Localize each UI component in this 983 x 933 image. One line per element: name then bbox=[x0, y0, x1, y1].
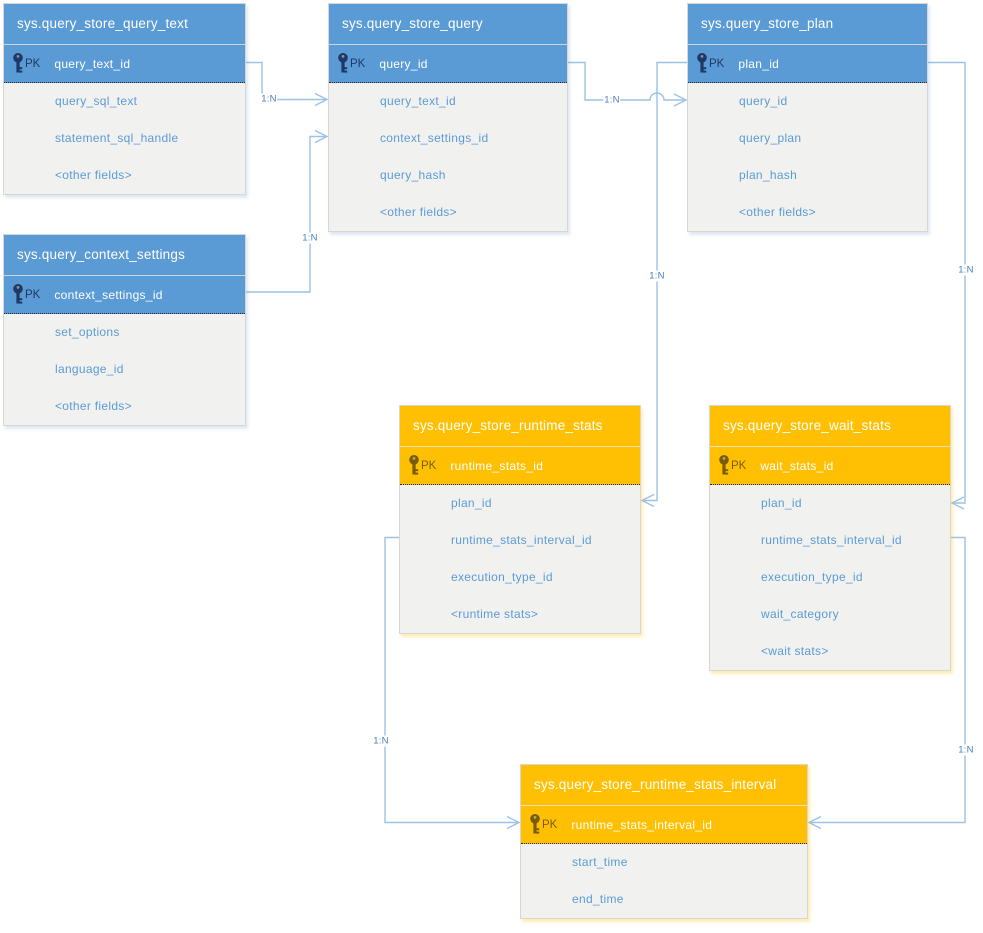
arrowhead bbox=[506, 815, 521, 830]
field-row: query_id bbox=[739, 94, 788, 108]
arrowhead bbox=[950, 496, 965, 510]
field-row: plan_id bbox=[451, 496, 492, 510]
field-row: <other fields> bbox=[739, 205, 816, 219]
pk-field-name: context_settings_id bbox=[54, 287, 163, 302]
cardinality-label: 1:N bbox=[301, 232, 319, 244]
entity-query-store-query[interactable]: sys.query_store_query PK query_id query_… bbox=[328, 3, 568, 232]
entity-query-store-runtime-stats-interval[interactable]: sys.query_store_runtime_stats_interval P… bbox=[520, 764, 808, 919]
table-title: sys.query_store_runtime_stats bbox=[400, 406, 640, 447]
primary-key-icon bbox=[337, 53, 349, 74]
pk-badge: PK bbox=[25, 288, 41, 301]
field-row: query_text_id bbox=[380, 94, 456, 108]
entity-query-store-query-text[interactable]: sys.query_store_query_text PK query_text… bbox=[3, 3, 246, 195]
field-row: runtime_stats_interval_id bbox=[761, 533, 902, 547]
arrowhead bbox=[314, 92, 329, 107]
field-row: end_time bbox=[572, 892, 624, 906]
field-row: plan_hash bbox=[739, 168, 798, 182]
field-row: context_settings_id bbox=[380, 131, 489, 145]
table-title: sys.query_store_query_text bbox=[4, 4, 245, 45]
entity-query-context-settings[interactable]: sys.query_context_settings PK context_se… bbox=[3, 234, 246, 426]
primary-key-icon bbox=[696, 53, 708, 74]
pk-field-name: runtime_stats_interval_id bbox=[571, 817, 713, 832]
field-row: <other fields> bbox=[380, 205, 457, 219]
connector-plan-to-runtime-stats bbox=[643, 61, 687, 502]
pk-badge: PK bbox=[731, 459, 747, 472]
arrowhead bbox=[807, 815, 822, 830]
table-title: sys.query_store_wait_stats bbox=[710, 406, 950, 447]
primary-key-row: PK query_id bbox=[329, 45, 567, 83]
field-row: statement_sql_handle bbox=[55, 131, 179, 145]
pk-field-name: wait_stats_id bbox=[760, 458, 834, 473]
field-row: start_time bbox=[572, 855, 628, 869]
cardinality-label: 1:N bbox=[957, 744, 975, 756]
table-title: sys.query_context_settings bbox=[4, 235, 245, 276]
arrowhead bbox=[640, 493, 655, 508]
cardinality-label: 1:N bbox=[372, 735, 390, 747]
connector-query-to-plan bbox=[568, 61, 685, 101]
primary-key-icon bbox=[12, 53, 24, 74]
cardinality-label: 1:N bbox=[603, 94, 621, 106]
field-row: <wait stats> bbox=[761, 644, 829, 658]
cardinality-label: 1:N bbox=[260, 93, 278, 105]
field-row: <other fields> bbox=[55, 399, 132, 413]
pk-field-name: runtime_stats_id bbox=[450, 458, 544, 473]
field-row: execution_type_id bbox=[451, 570, 553, 584]
primary-key-icon bbox=[408, 455, 420, 476]
primary-key-row: PK plan_id bbox=[688, 45, 927, 83]
field-list: set_options language_id <other fields> bbox=[4, 314, 245, 425]
pk-badge: PK bbox=[542, 818, 558, 831]
field-row: <other fields> bbox=[55, 168, 132, 182]
primary-key-icon bbox=[529, 814, 541, 835]
table-title: sys.query_store_query bbox=[329, 4, 567, 45]
cardinality-label: 1:N bbox=[648, 270, 666, 282]
pk-field-name: query_text_id bbox=[54, 56, 131, 71]
pk-badge: PK bbox=[421, 459, 437, 472]
field-row: query_plan bbox=[739, 131, 802, 145]
primary-key-row: PK runtime_stats_id bbox=[400, 447, 640, 485]
cardinality-label: 1:N bbox=[957, 264, 975, 276]
pk-field-name: query_id bbox=[379, 56, 428, 71]
entity-query-store-plan[interactable]: sys.query_store_plan PK plan_id query_id… bbox=[687, 3, 928, 232]
primary-key-row: PK query_text_id bbox=[4, 45, 245, 83]
field-list: query_text_id context_settings_id query_… bbox=[329, 83, 567, 231]
primary-key-row: PK context_settings_id bbox=[4, 276, 245, 314]
connector-query-text-to-query bbox=[246, 61, 326, 101]
pk-badge: PK bbox=[350, 57, 366, 70]
table-title: sys.query_store_plan bbox=[688, 4, 927, 45]
primary-key-row: PK runtime_stats_interval_id bbox=[521, 806, 807, 844]
entity-query-store-wait-stats[interactable]: sys.query_store_wait_stats PK wait_stats… bbox=[709, 405, 951, 671]
arrowhead bbox=[673, 93, 688, 107]
field-row: query_hash bbox=[380, 168, 446, 182]
primary-key-icon bbox=[718, 455, 730, 476]
field-row: query_sql_text bbox=[55, 94, 138, 108]
primary-key-row: PK wait_stats_id bbox=[710, 447, 950, 485]
pk-field-name: plan_id bbox=[738, 56, 780, 71]
pk-badge: PK bbox=[709, 57, 725, 70]
entity-query-store-runtime-stats[interactable]: sys.query_store_runtime_stats PK runtime… bbox=[399, 405, 641, 634]
connector-context-settings-to-query bbox=[246, 135, 326, 293]
field-row: runtime_stats_interval_id bbox=[451, 533, 592, 547]
field-list: query_id query_plan plan_hash <other fie… bbox=[688, 83, 927, 231]
field-row: <runtime stats> bbox=[451, 607, 539, 621]
field-list: query_sql_text statement_sql_handle <oth… bbox=[4, 83, 245, 194]
field-row: wait_category bbox=[761, 607, 839, 621]
field-row: execution_type_id bbox=[761, 570, 863, 584]
field-list: plan_id runtime_stats_interval_id execut… bbox=[710, 485, 950, 670]
pk-badge: PK bbox=[25, 57, 41, 70]
arrowhead bbox=[314, 129, 329, 144]
field-row: language_id bbox=[55, 362, 124, 376]
field-list: start_time end_time bbox=[521, 844, 807, 918]
field-list: plan_id runtime_stats_interval_id execut… bbox=[400, 485, 640, 633]
field-row: set_options bbox=[55, 325, 120, 339]
field-row: plan_id bbox=[761, 496, 802, 510]
table-title: sys.query_store_runtime_stats_interval bbox=[521, 765, 807, 806]
primary-key-icon bbox=[12, 284, 24, 305]
